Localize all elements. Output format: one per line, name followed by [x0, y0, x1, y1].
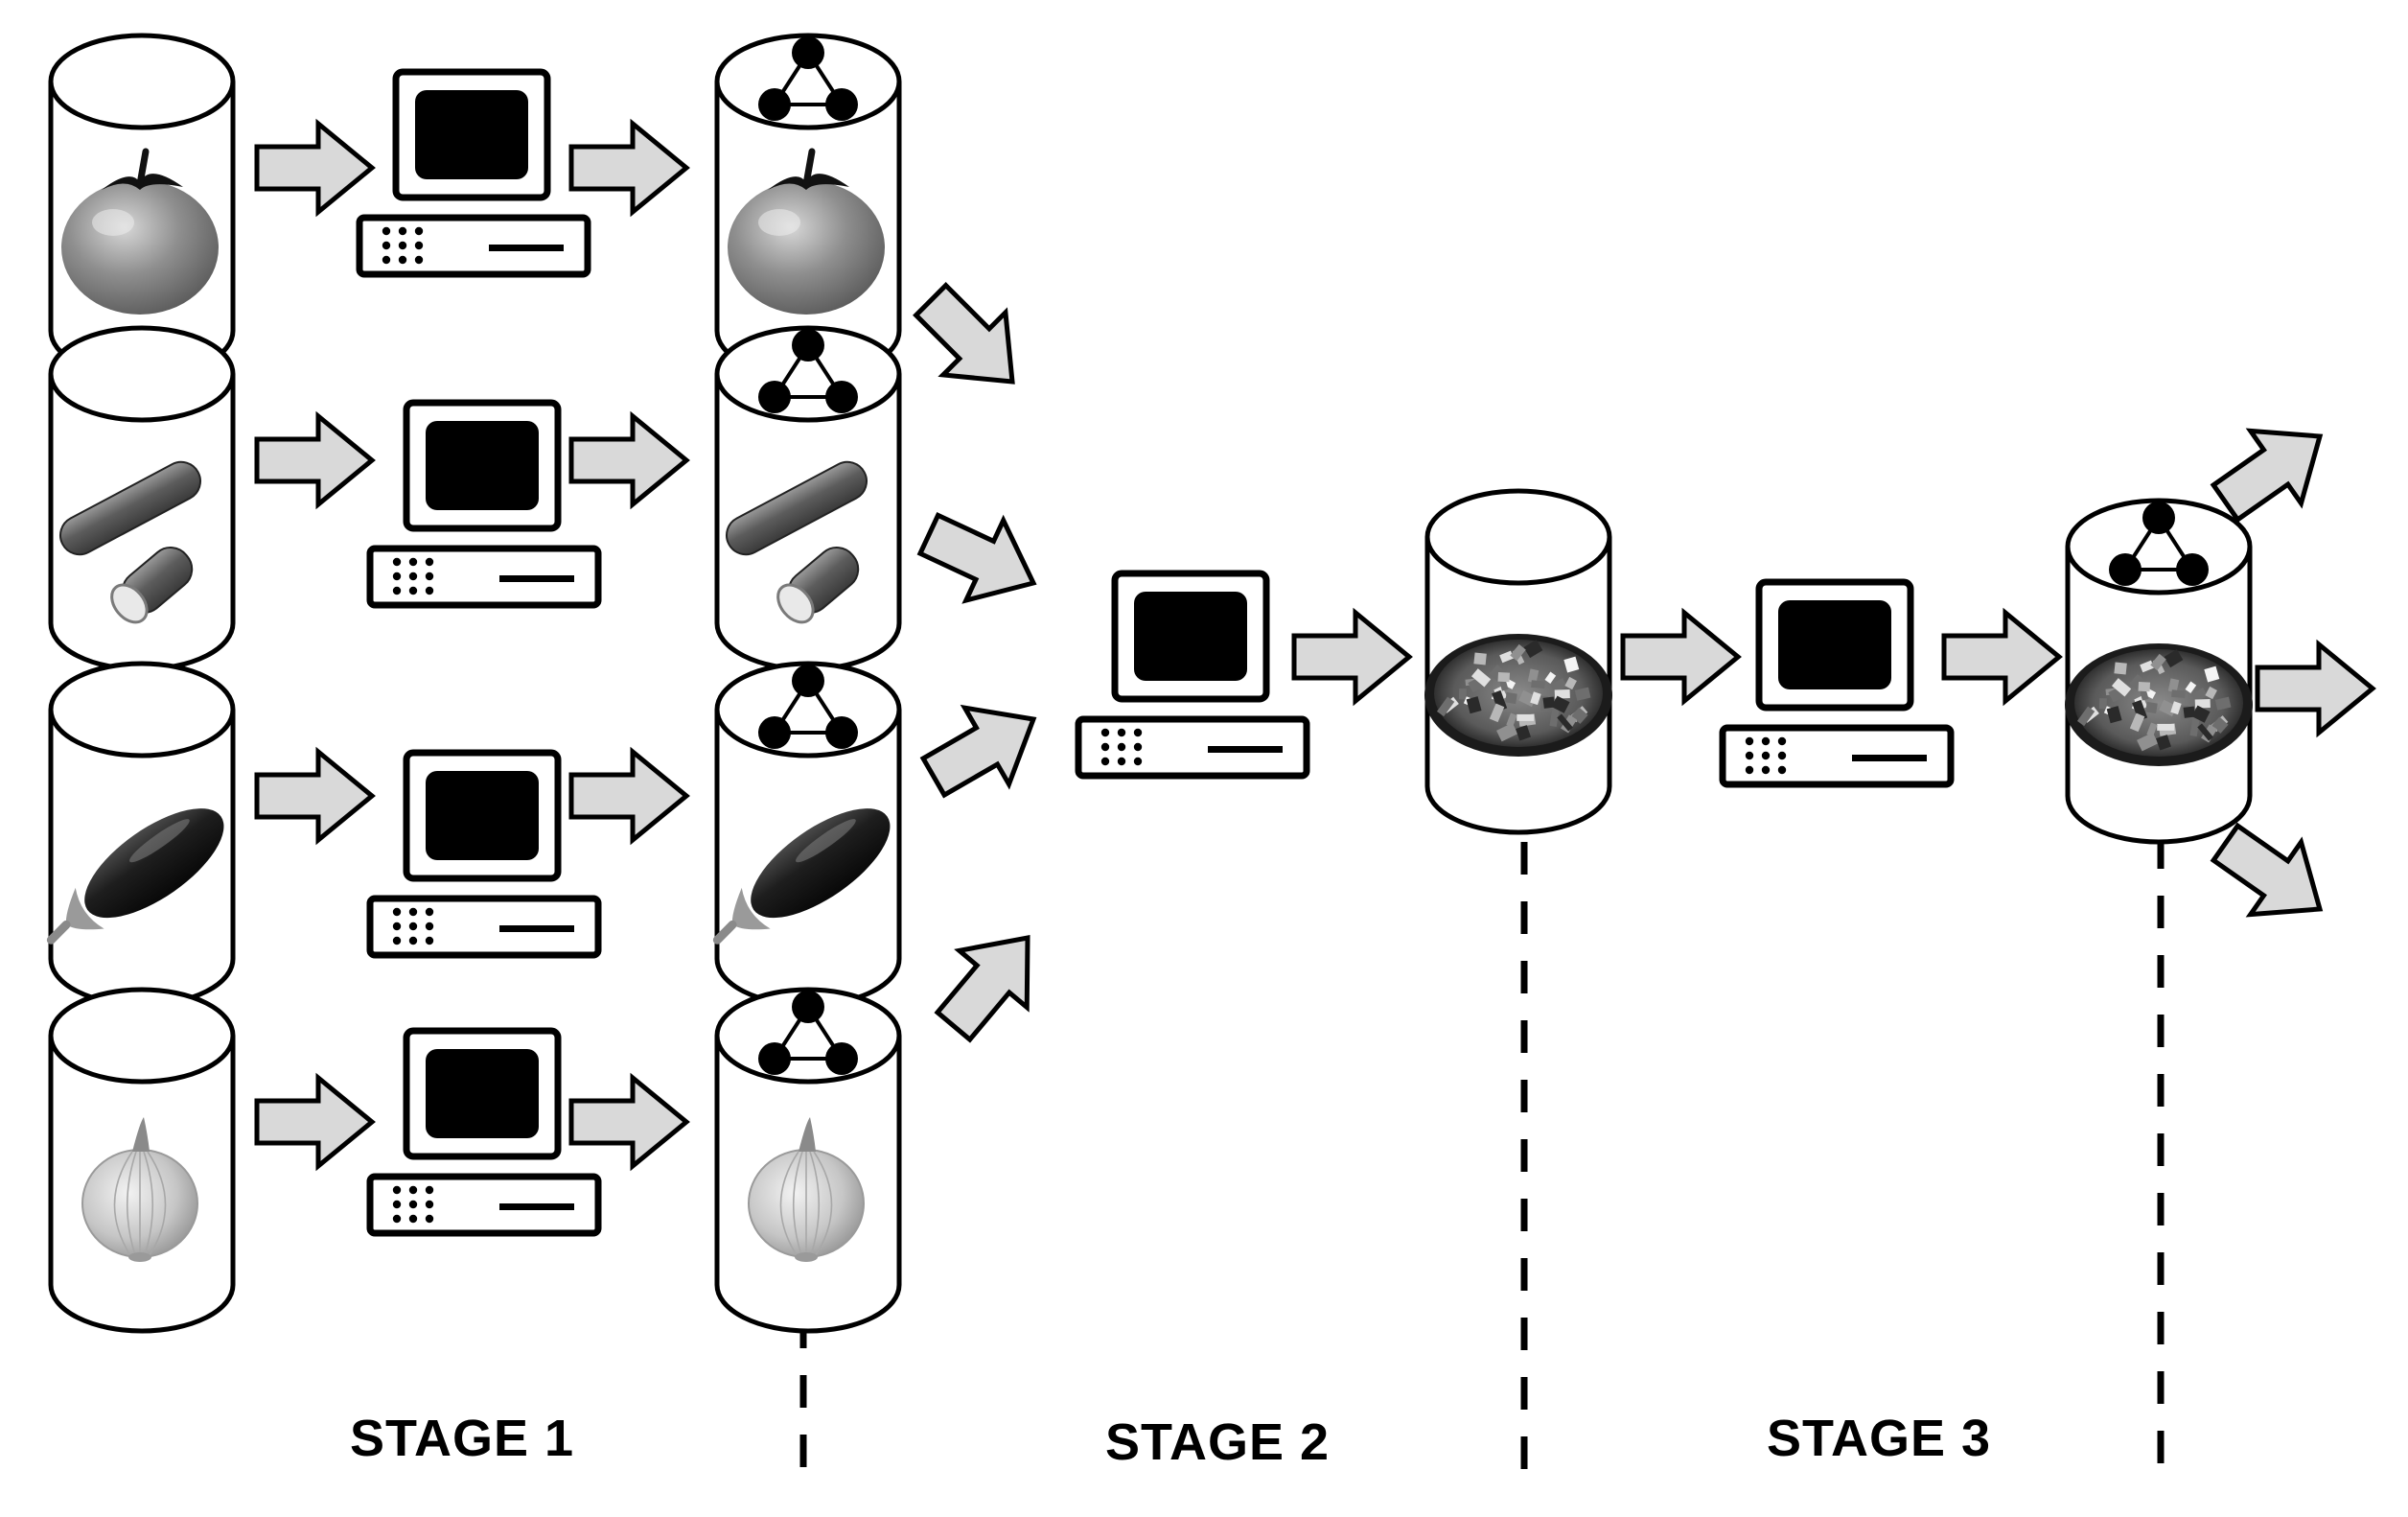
- arrow-output-middle: [2258, 644, 2373, 733]
- graph-network-icon: [758, 329, 858, 413]
- arrow-converge-eggplant: [912, 681, 1055, 815]
- stage-2-label: STAGE 2: [1105, 1413, 1330, 1471]
- arrow-to-merged-db: [1294, 613, 1409, 701]
- computer-stage2: [1075, 570, 1310, 780]
- arrow-to-final-graph-db: [1944, 613, 2059, 701]
- computer-stage1-tomato: [356, 68, 591, 278]
- arrow-converge-cucumber: [911, 495, 1053, 623]
- graph-network-icon: [758, 665, 858, 749]
- arrow-to-computer-stage3: [1623, 613, 1738, 701]
- arrow-to-graph-db-eggplant: [571, 752, 686, 840]
- graph-network-icon: [758, 991, 858, 1075]
- arrow-to-graph-db-tomato: [571, 124, 686, 212]
- computers: [356, 68, 1955, 1237]
- computer-stage3: [1719, 578, 1955, 788]
- data-stores: [46, 33, 2253, 1334]
- graph-database-eggplant: [712, 661, 902, 1008]
- input-database-cucumber: [48, 325, 236, 672]
- merged-database: [1424, 488, 1612, 835]
- graph-database-cucumber: [714, 325, 902, 672]
- graph-network-icon: [758, 36, 858, 121]
- arrow-to-graph-db-cucumber: [571, 416, 686, 504]
- input-database-onion: [48, 987, 236, 1334]
- graph-database-onion: [714, 987, 902, 1334]
- arrow-to-computer-eggplant: [257, 752, 372, 840]
- stage-dividers: [799, 836, 2165, 1482]
- arrow-converge-onion: [920, 909, 1062, 1054]
- arrow-to-computer-tomato: [257, 124, 372, 212]
- stage-3-label: STAGE 3: [1767, 1410, 1991, 1467]
- computer-stage1-onion: [366, 1027, 602, 1237]
- graph-network-icon: [2109, 502, 2209, 586]
- graph-database-tomato: [714, 33, 902, 380]
- computer-stage1-eggplant: [366, 749, 602, 959]
- arrow-to-computer-cucumber: [257, 416, 372, 504]
- arrow-to-graph-db-onion: [571, 1078, 686, 1166]
- arrow-to-computer-onion: [257, 1078, 372, 1166]
- arrow-converge-tomato: [900, 269, 1044, 413]
- input-database-eggplant: [46, 661, 236, 1008]
- final-graph-database: [2065, 498, 2253, 845]
- flow-arrows: [257, 124, 2373, 1166]
- stage-1-label: STAGE 1: [350, 1410, 574, 1467]
- computer-stage1-cucumber: [366, 399, 602, 609]
